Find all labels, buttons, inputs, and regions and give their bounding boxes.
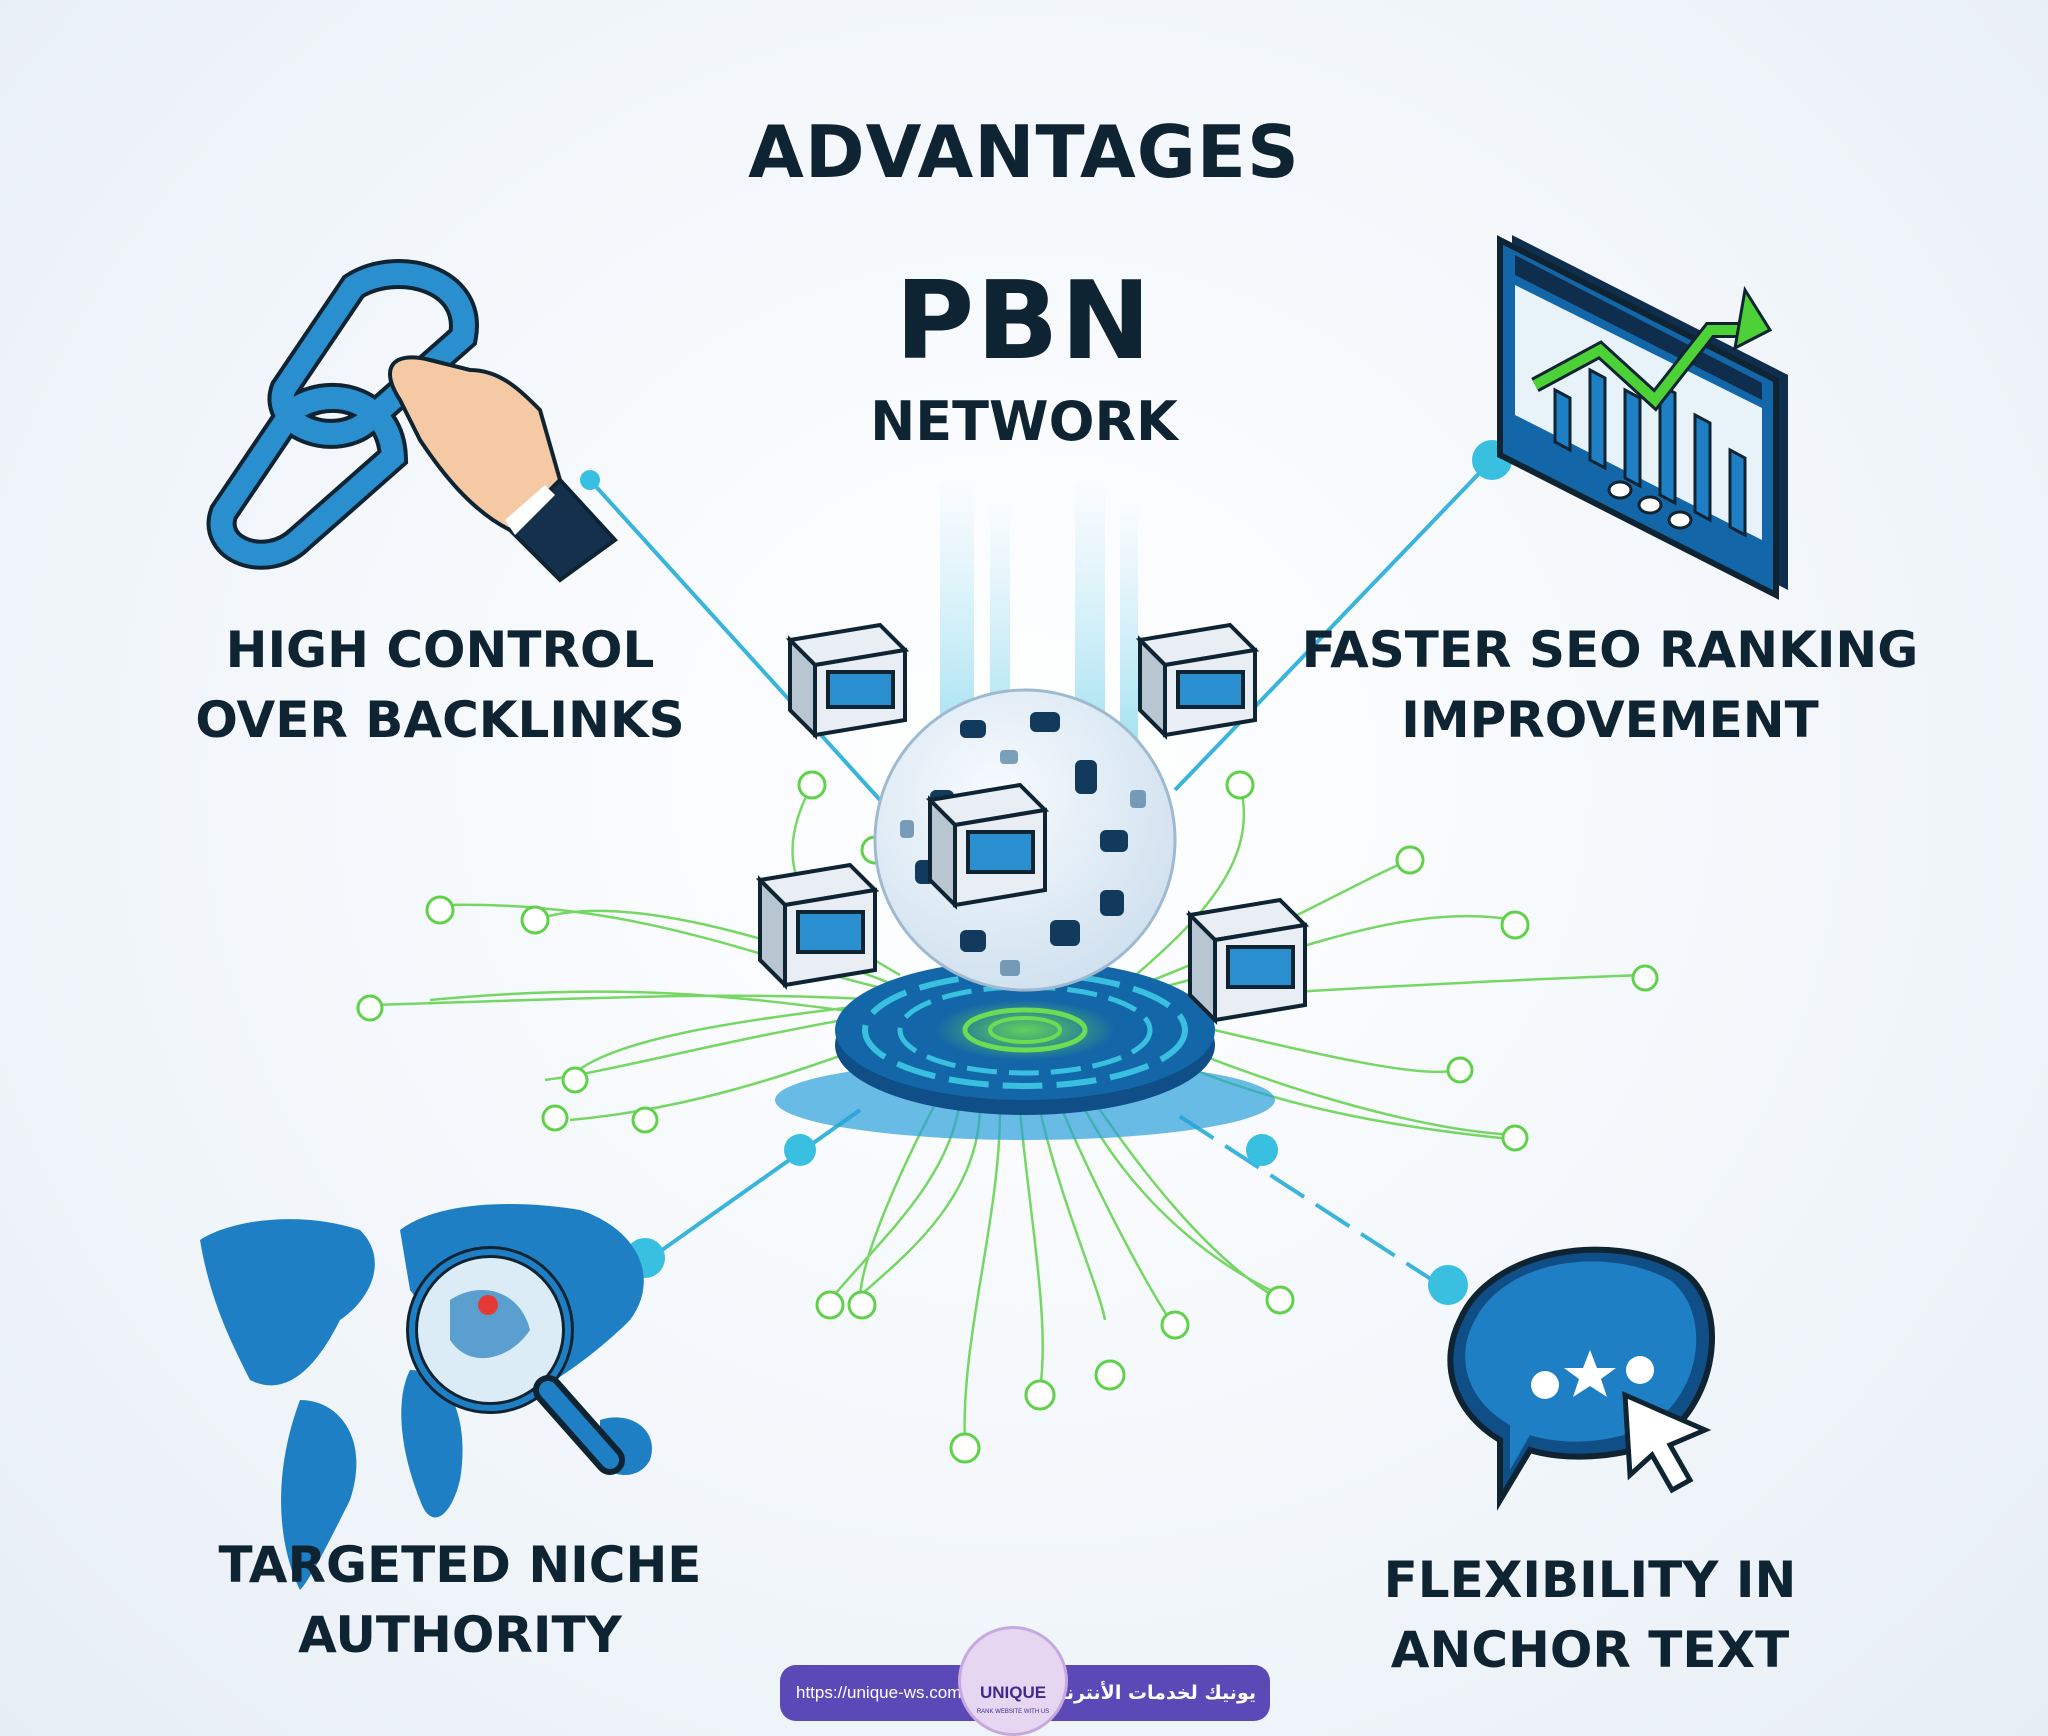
server-boxes	[755, 622, 1310, 1025]
connector-top-left	[588, 478, 882, 802]
green-trace-nodes	[356, 770, 1659, 1464]
trace-node	[1501, 1124, 1529, 1152]
brand-logo-icon: UNIQUE RANK WEBSITE WITH US	[958, 1626, 1068, 1736]
trace	[1018, 1109, 1044, 1391]
label-line: FASTER SEO RANKING	[1301, 621, 1919, 679]
trace-node	[1446, 1056, 1474, 1084]
trace-node	[847, 1290, 877, 1320]
server-icon	[1185, 897, 1310, 1025]
advantage-label-targeted-niche: TARGETED NICHE AUTHORITY	[180, 1530, 740, 1670]
connector-dot	[1428, 1265, 1468, 1305]
website-url-link[interactable]: https://unique-ws.com	[796, 1683, 962, 1702]
connector-dot	[784, 1134, 816, 1166]
center-title: PBN	[895, 259, 1153, 384]
label-line: TARGETED NICHE	[218, 1536, 702, 1594]
trace-node	[1024, 1379, 1056, 1411]
label-line: ANCHOR TEXT	[1390, 1621, 1790, 1679]
growth-chart-monitor-icon	[1497, 235, 1788, 600]
chat-bubble-cursor-icon	[1447, 1246, 1716, 1511]
server-icon	[785, 622, 910, 740]
logo-text: UNIQUE	[979, 1683, 1047, 1702]
connector-lines	[588, 460, 1492, 1287]
trace-node	[541, 1104, 569, 1132]
connector-bottom-left	[653, 1108, 862, 1257]
label-line: HIGH CONTROL	[225, 621, 655, 679]
brand-name-arabic: يونيك لخدمات الأنترنت	[1046, 1682, 1256, 1704]
trace	[1139, 858, 1411, 987]
connector-top-right	[1173, 460, 1492, 792]
trace-node	[520, 905, 550, 935]
advantage-label-faster-seo: FASTER SEO RANKING IMPROVEMENT	[1300, 615, 1920, 755]
trace-node	[1500, 910, 1530, 940]
world-map-magnifier-icon	[200, 1204, 652, 1590]
label-line: FLEXIBILITY IN	[1383, 1551, 1797, 1609]
connector-dot	[1246, 1134, 1278, 1166]
connector-bottom-right	[1168, 1108, 1442, 1287]
advantage-label-high-control: HIGH CONTROL OVER BACKLINKS	[180, 615, 700, 755]
trace	[567, 1003, 871, 1081]
trace-node	[1094, 1359, 1126, 1391]
label-line: AUTHORITY	[298, 1606, 622, 1664]
trace	[1038, 1109, 1107, 1321]
server-icon	[925, 782, 1050, 910]
trace	[1058, 1104, 1172, 1321]
trace	[369, 994, 881, 1007]
page-title: ADVANTAGES	[748, 110, 1300, 194]
chain-link-hand-icon	[206, 259, 618, 583]
logo-tagline: RANK WEBSITE WITH US	[976, 1709, 1050, 1715]
trace-node	[949, 1432, 981, 1464]
trace-node	[1160, 1310, 1190, 1340]
label-line: OVER BACKLINKS	[195, 691, 685, 749]
trace-node	[356, 994, 384, 1022]
trace	[963, 1109, 1002, 1446]
trace-node	[797, 770, 827, 800]
trace-node	[1631, 964, 1659, 992]
server-icon	[1135, 622, 1260, 740]
trace-node	[1395, 845, 1425, 875]
server-icon	[755, 862, 880, 990]
trace-node	[815, 1290, 845, 1320]
trace-node	[1225, 770, 1255, 800]
trace-node	[425, 895, 455, 925]
trace	[1129, 784, 1246, 981]
hub-platform	[775, 960, 1275, 1140]
trace-node	[631, 1106, 659, 1134]
trace-node	[1265, 1285, 1295, 1315]
trace-node	[561, 1066, 589, 1094]
advantage-label-anchor-text: FLEXIBILITY IN ANCHOR TEXT	[1340, 1545, 1840, 1685]
label-line: IMPROVEMENT	[1401, 691, 1819, 749]
center-subtitle: NETWORK	[870, 390, 1178, 453]
beam	[1120, 500, 1138, 780]
connector-dot	[580, 470, 600, 490]
